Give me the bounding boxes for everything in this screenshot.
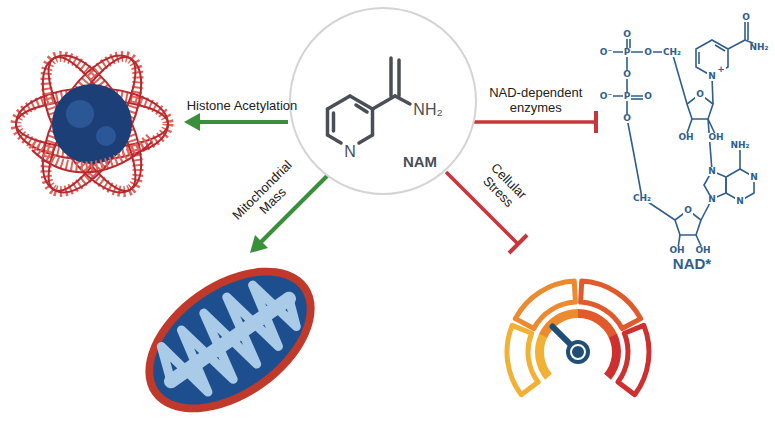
atom-label: N [343, 144, 357, 160]
stress-gauge [507, 281, 649, 395]
gauge-hub-ring [571, 345, 585, 359]
bond [359, 135, 373, 143]
atom-label: OH [668, 246, 685, 255]
bond [332, 113, 336, 131]
atom-label: O [622, 30, 632, 39]
histone-arrow [184, 113, 288, 131]
atom-label: N [749, 173, 759, 182]
gauge-band [604, 334, 621, 380]
bond [328, 135, 342, 143]
connector-line [474, 120, 596, 124]
gauge-hub [566, 340, 590, 364]
atom-label: O [622, 114, 632, 123]
gauge-segment [581, 281, 641, 328]
atom-label: O [683, 206, 693, 215]
bond [328, 96, 351, 109]
gauge-hub-dot [575, 349, 581, 355]
atom-label: NH₂ [412, 102, 443, 118]
atom-label: NH₂ [748, 43, 769, 52]
atom-label: O⁻ [599, 48, 613, 57]
chromatin-illustration [16, 40, 168, 208]
gauge-band [578, 309, 617, 338]
atom-label: P [623, 48, 632, 57]
arrow-label: Cellular Stress [471, 155, 536, 220]
bond [356, 105, 367, 112]
atom-label: CH₂ [662, 48, 682, 57]
bond [326, 109, 330, 135]
gauge-segment [515, 281, 575, 328]
atom-label: O⁻ [599, 92, 613, 101]
arrow-label: Mitochondrial Mass [225, 153, 311, 239]
atom-label: + [716, 65, 726, 74]
bond [395, 96, 410, 104]
atom-label: CH₂ [632, 194, 652, 203]
arrow-label: Histone Acetylation [187, 99, 298, 114]
bond [371, 109, 375, 135]
edge-label: NAD-dependent enzymes [480, 86, 592, 116]
mitochondrion-illustration [119, 238, 341, 429]
circle-outline [290, 8, 476, 194]
bond [397, 60, 401, 96]
bond [389, 58, 393, 96]
atom-label: O [622, 70, 632, 79]
atom-label: P [623, 92, 632, 101]
atom-label: O [643, 92, 653, 101]
bond [373, 96, 396, 109]
atom-label: N [735, 197, 745, 206]
atom-label: O [643, 48, 653, 57]
gauge-segment [618, 325, 649, 394]
atom-label: N [707, 195, 717, 204]
atom-label: NH₂ [729, 141, 750, 150]
nam-structure [288, 6, 478, 196]
atom-label: O [695, 90, 705, 99]
gauge-segment [507, 325, 538, 394]
atom-label: O [741, 13, 751, 22]
molecule-circle: NAM N NH₂ [288, 6, 478, 196]
atom-label: OH [707, 133, 724, 142]
node-title: NAD* [673, 255, 711, 272]
gauge-band [535, 333, 552, 379]
inhibition-bar [594, 111, 598, 133]
atom-label: OH [677, 133, 694, 142]
atom-label: OH [694, 246, 711, 255]
atom-label: N [707, 167, 717, 176]
node-title: NAM [403, 153, 437, 170]
nad-structure [606, 18, 760, 248]
